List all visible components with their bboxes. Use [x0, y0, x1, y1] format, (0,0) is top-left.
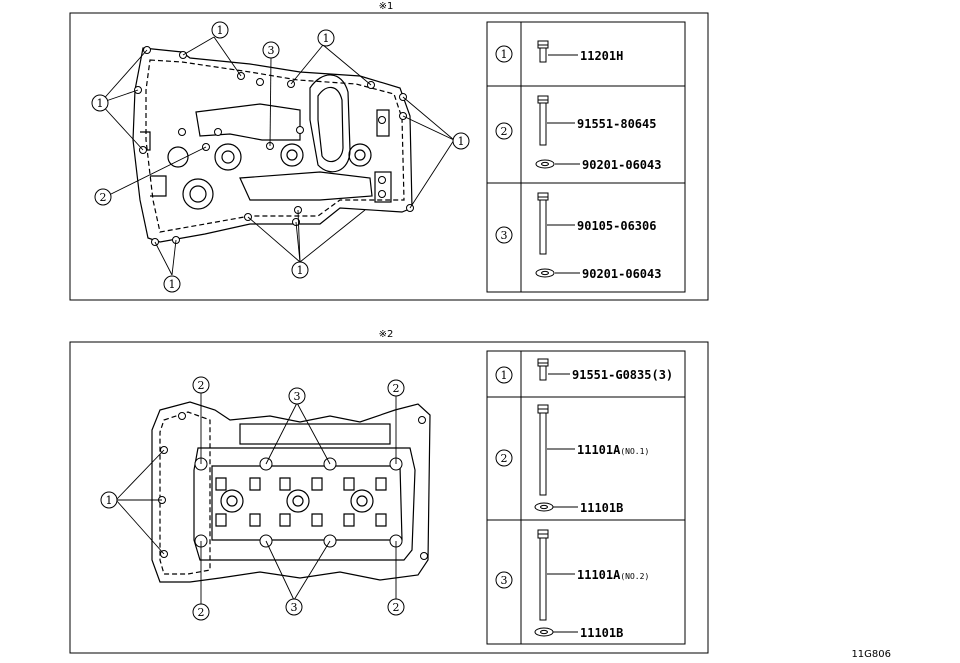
part-number: 90201-06043: [582, 158, 661, 172]
timing-cover-drawing: [132, 47, 413, 243]
table-2-row-3: 3 11101A(NO.2) 11101B: [495, 529, 649, 640]
row-number: 2: [501, 125, 508, 138]
svg-text:1: 1: [169, 278, 176, 291]
part-number: 11101A: [577, 443, 621, 457]
callout-bubble: 1: [91, 94, 109, 112]
svg-text:2: 2: [393, 382, 400, 395]
svg-text:2: 2: [100, 191, 107, 204]
figure-code: 11G806: [851, 649, 891, 660]
parts-table-1: 1 11201H 2 91551-80645 90201-06043: [486, 21, 686, 293]
flange-bolt-icon: [537, 358, 549, 381]
part-number: 91551-G0835(3): [572, 368, 673, 382]
panel-1-callouts: 1 1 3 1 1 2 1 1: [91, 21, 470, 293]
row-number: 1: [501, 369, 508, 382]
part-number: 11101B: [580, 501, 623, 515]
long-bolt-icon: [537, 95, 549, 146]
callout-bubble: 1: [291, 261, 309, 279]
panel-2-mark: ※2: [379, 329, 394, 340]
svg-text:2: 2: [198, 379, 205, 392]
washer-icon: [534, 502, 554, 512]
table-1-row-2: 2 91551-80645 90201-06043: [495, 95, 661, 172]
svg-text:1: 1: [458, 135, 465, 148]
svg-text:1: 1: [323, 32, 330, 45]
table-1-row-3: 3 90105-06306 90201-06043: [495, 192, 661, 281]
callout-bubble: 1: [317, 29, 335, 47]
part-number: 90105-06306: [577, 219, 656, 233]
table-2-row-1: 1 91551-G0835(3): [495, 358, 673, 384]
panel-1-frame: [69, 12, 709, 301]
washer-icon: [535, 159, 555, 169]
head-bolt-icon: [537, 529, 549, 621]
flange-bolt-icon: [537, 40, 549, 63]
svg-text:2: 2: [198, 606, 205, 619]
part-number: 11201H: [580, 49, 623, 63]
callout-bubble: 1: [100, 491, 118, 509]
svg-text:3: 3: [294, 390, 301, 403]
callout-bubble: 2: [192, 603, 210, 621]
panel-2: ※2: [69, 329, 709, 654]
part-number: 90201-06043: [582, 267, 661, 281]
part-number: 11101A: [577, 568, 621, 582]
part-sub-label: (NO.2): [620, 572, 649, 581]
callout-bubble: 2: [387, 379, 405, 397]
svg-text:2: 2: [393, 601, 400, 614]
cylinder-head-drawing: [151, 401, 431, 583]
long-bolt-icon: [537, 192, 549, 255]
svg-text:3: 3: [268, 44, 275, 57]
parts-table-2: 1 91551-G0835(3) 2 11101A(NO.1) 11101B: [486, 350, 686, 645]
row-number: 1: [501, 48, 508, 61]
svg-text:3: 3: [291, 601, 298, 614]
callout-bubble: 3: [285, 598, 303, 616]
part-number: 91551-80645: [577, 117, 656, 131]
part-number: 11101B: [580, 626, 623, 640]
part-sub-label: (NO.1): [620, 447, 649, 456]
callout-bubble: 1: [211, 21, 229, 39]
panel-2-frame: [69, 341, 709, 654]
washer-icon: [535, 268, 555, 278]
callout-bubble: 2: [94, 188, 112, 206]
callout-bubble: 3: [288, 387, 306, 405]
row-number: 3: [501, 229, 508, 242]
callout-bubble: 1: [452, 132, 470, 150]
callout-bubble: 1: [163, 275, 181, 293]
callout-bubble: 2: [387, 598, 405, 616]
svg-text:11101A(NO.2): 11101A(NO.2): [577, 568, 649, 582]
svg-text:1: 1: [297, 264, 304, 277]
panel-1-mark: ※1: [379, 1, 394, 12]
callout-bubble: 3: [262, 41, 280, 59]
washer-icon: [534, 627, 554, 637]
head-bolt-icon: [537, 404, 549, 496]
table-1-row-1: 1 11201H: [495, 40, 623, 63]
svg-text:1: 1: [217, 24, 224, 37]
panel-1: ※1: [69, 1, 709, 301]
row-number: 3: [501, 574, 508, 587]
panel-2-callouts: 2 3 2 1 2 3 2: [100, 376, 405, 621]
table-2-row-2: 2 11101A(NO.1) 11101B: [495, 404, 649, 515]
svg-text:11101A(NO.1): 11101A(NO.1): [577, 443, 649, 457]
row-number: 2: [501, 452, 508, 465]
callout-bubble: 2: [192, 376, 210, 394]
svg-text:1: 1: [106, 494, 113, 507]
svg-text:1: 1: [97, 97, 104, 110]
